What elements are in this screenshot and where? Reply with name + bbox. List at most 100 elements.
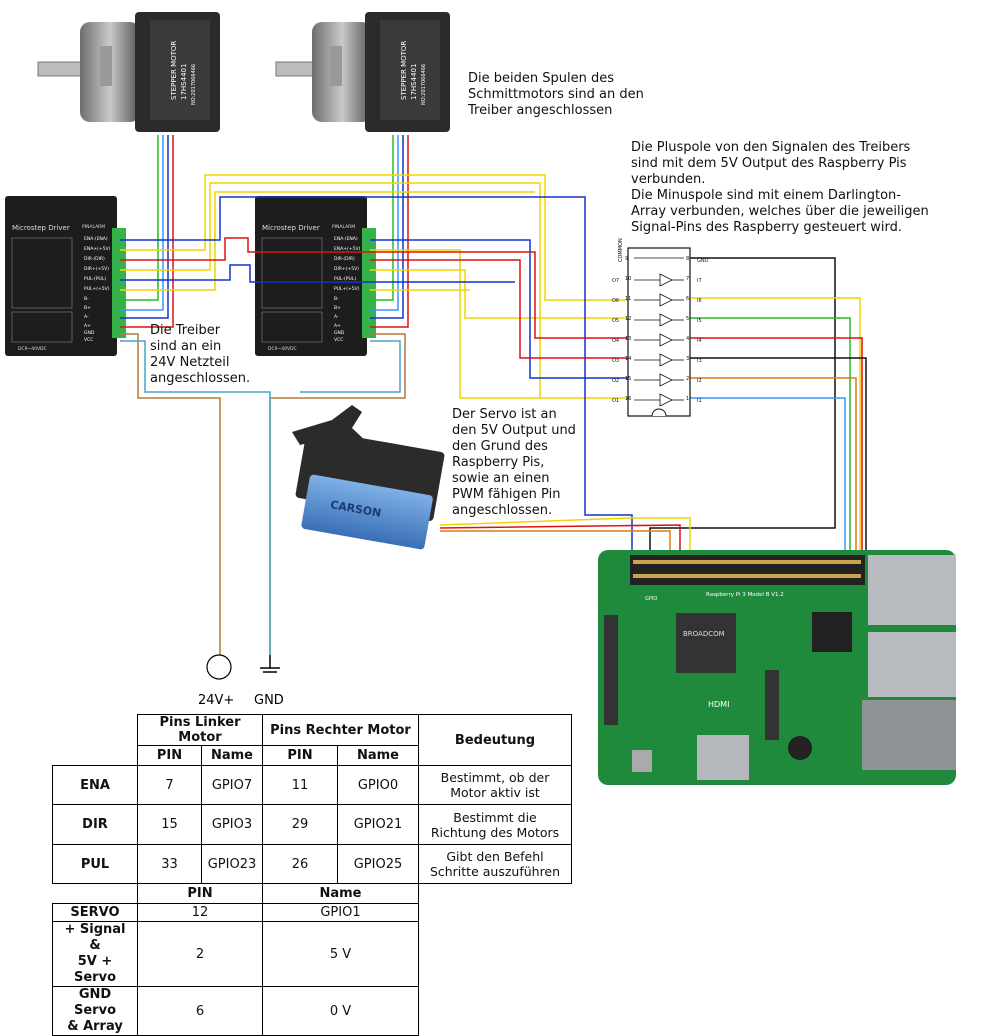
motor-right-label: STEPPER MOTOR [400,41,408,100]
servo: CARSON [292,405,445,550]
svg-text:COMMON: COMMON [618,238,624,262]
table-row: SERVO 12 GPIO1 [52,903,572,922]
svg-text:BROADCOM: BROADCOM [683,630,725,638]
wiring-diagram: STEPPER MOTOR 17HS4401 NO:2017066466 STE… [5,12,956,785]
svg-text:PUL-(PUL): PUL-(PUL) [84,276,106,282]
svg-text:HDMI: HDMI [708,700,729,709]
svg-text:O4: O4 [612,338,619,344]
svg-text:9: 9 [625,256,628,262]
svg-text:2: 2 [686,376,689,382]
svg-text:PINALARM: PINALARM [332,224,355,230]
svg-text:Microstep Driver: Microstep Driver [12,224,70,232]
svg-text:I7: I7 [697,278,702,284]
svg-text:A+: A+ [84,323,91,329]
svg-text:13: 13 [625,336,631,342]
motor-left-label: STEPPER MOTOR [170,41,178,100]
svg-text:DIR+(+5V): DIR+(+5V) [334,266,359,272]
svg-text:O5: O5 [612,318,619,324]
driver-left-terminal-labels: ENA-(ENA) ENA+(+5V) DIR-(DIR) DIR+(+5V) … [84,236,111,343]
supply-ground-label: GND [254,693,284,708]
svg-text:NO:2017066466: NO:2017066466 [421,64,427,105]
svg-text:17HS4401: 17HS4401 [410,64,418,100]
svg-text:O6: O6 [612,298,619,304]
svg-text:NO:2017066466: NO:2017066466 [191,64,197,105]
svg-text:ENA+(+5V): ENA+(+5V) [84,246,111,252]
table-row: DIR 15 GPIO3 29 GPIO21 Bestimmt die Rich… [52,804,572,845]
svg-text:DIR+(+5V): DIR+(+5V) [84,266,109,272]
svg-text:O3: O3 [612,358,619,364]
svg-text:I5: I5 [697,318,702,324]
supply-ground [260,655,280,673]
raspberry-pi: BROADCOM HDMI Raspberry Pi 3 Model B V1.… [598,550,956,785]
svg-text:ENA-(ENA): ENA-(ENA) [84,236,108,242]
svg-text:B-: B- [334,296,339,302]
svg-text:PUL+(+5V): PUL+(+5V) [84,286,110,292]
svg-text:B+: B+ [334,305,341,311]
svg-text:VCC: VCC [84,337,93,343]
svg-text:A-: A- [84,314,89,320]
svg-text:16: 16 [625,396,631,402]
header-right-motor: Pins Rechter Motor [262,714,419,746]
svg-text:11: 11 [625,296,631,302]
driver-left: Microstep Driver DC9~40VDC PINALARM ENA-… [5,196,126,356]
stepper-motor-right: STEPPER MOTOR 17HS4401 NO:2017066466 [275,12,450,132]
svg-text:14: 14 [625,356,631,362]
svg-text:B+: B+ [84,305,91,311]
note-servo: Der Servo ist an den 5V Output und den G… [452,407,576,518]
driver-right-terminal-labels: ENA-(ENA) ENA+(+5V) DIR-(DIR) DIR+(+5V) … [334,236,361,343]
svg-text:ENA-(ENA): ENA-(ENA) [334,236,358,242]
svg-text:1: 1 [686,396,689,402]
svg-text:6: 6 [686,296,689,302]
svg-text:GND: GND [84,330,95,336]
pin-table: Pins Linker Motor Pins Rechter Motor Bed… [52,714,572,1036]
svg-text:8: 8 [686,256,689,262]
wires [120,135,867,655]
table-row: PUL 33 GPIO23 26 GPIO25 Gibt den Befehl … [52,844,572,884]
supply-plus [206,654,232,680]
table-row: + Signal & 5V + Servo 2 5 V [52,921,572,987]
svg-text:DIR-(DIR): DIR-(DIR) [84,256,105,262]
svg-text:PUL-(PUL): PUL-(PUL) [334,276,356,282]
darlington-array: COMMON 9 10 11 12 13 14 15 16 8 7 6 5 4 … [612,238,709,417]
svg-text:17HS4401: 17HS4401 [180,64,188,100]
svg-text:I1: I1 [697,398,702,404]
svg-text:GND: GND [334,330,345,336]
svg-text:ENA+(+5V): ENA+(+5V) [334,246,361,252]
svg-text:GND: GND [697,258,709,264]
note-driver-signals: Die Pluspole von den Signalen des Treibe… [631,140,929,235]
svg-text:5: 5 [686,316,689,322]
svg-text:3: 3 [686,356,689,362]
svg-text:VCC: VCC [334,337,343,343]
table-row: GND Servo & Array 6 0 V [52,986,572,1036]
svg-text:DC9~40VDC: DC9~40VDC [268,346,297,352]
svg-text:12: 12 [625,316,631,322]
svg-text:10: 10 [625,276,631,282]
svg-text:O7: O7 [612,278,619,284]
svg-text:PINALARM: PINALARM [82,224,105,230]
header-left-motor: Pins Linker Motor [137,714,263,746]
svg-text:B-: B- [84,296,89,302]
note-power: Die Treiber sind an ein 24V Netzteil ang… [150,323,251,386]
svg-text:I3: I3 [697,358,702,364]
svg-text:O2: O2 [612,378,619,384]
svg-text:DIR-(DIR): DIR-(DIR) [334,256,355,262]
table-row: ENA 7 GPIO7 11 GPIO0 Bestimmt, ob der Mo… [52,765,572,805]
svg-text:Raspberry Pi 3 Model B V1.2: Raspberry Pi 3 Model B V1.2 [706,592,784,598]
svg-text:15: 15 [625,376,631,382]
header-meaning: Bedeutung [418,714,572,766]
svg-text:O1: O1 [612,398,619,404]
svg-text:A+: A+ [334,323,341,329]
stepper-motor-left: STEPPER MOTOR 17HS4401 NO:2017066466 [37,12,220,132]
svg-text:I4: I4 [697,338,702,344]
svg-text:I2: I2 [697,378,702,384]
supply-plus-label: 24V+ [198,693,234,708]
svg-text:GPIO: GPIO [645,596,657,602]
svg-text:I6: I6 [697,298,702,304]
svg-text:Microstep Driver: Microstep Driver [262,224,320,232]
svg-text:PUL+(+5V): PUL+(+5V) [334,286,360,292]
svg-text:A-: A- [334,314,339,320]
svg-text:7: 7 [686,276,689,282]
svg-text:DC9~40VDC: DC9~40VDC [18,346,47,352]
note-coils: Die beiden Spulen des Schmittmotors sind… [468,71,644,118]
svg-text:4: 4 [686,336,689,342]
